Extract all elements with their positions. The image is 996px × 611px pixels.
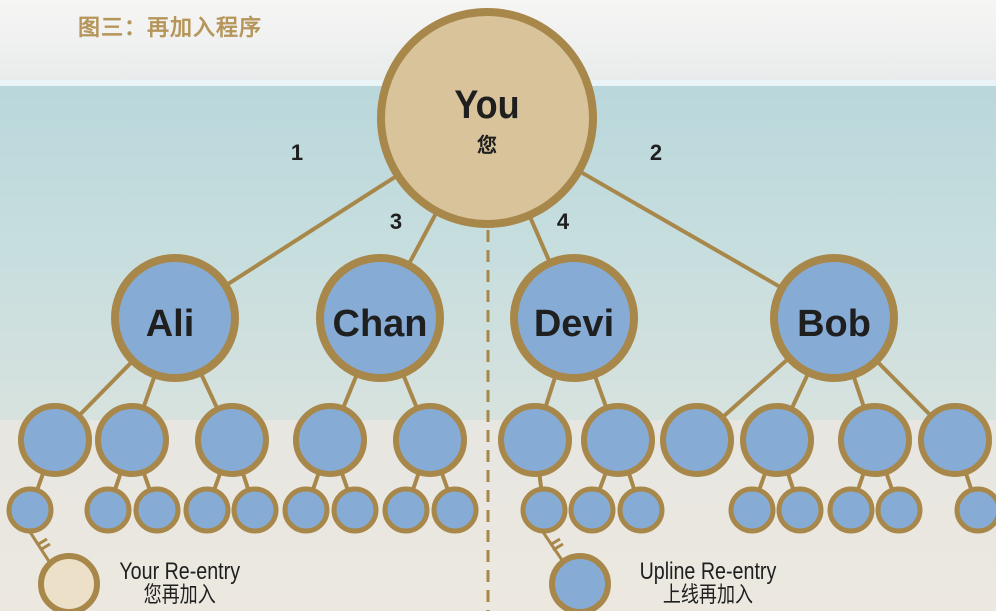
upline-reentry-node: [549, 553, 611, 611]
level2-node-bob-4: [918, 403, 992, 477]
root-name: You: [454, 83, 519, 127]
level3-node-9: [431, 486, 479, 534]
level2-node-bob-3: [838, 403, 912, 477]
level2-node-chan-2: [393, 403, 467, 477]
level1-name-chan: Chan: [333, 303, 428, 345]
your-reentry-label-en: Your Re-entry: [119, 558, 241, 585]
level3-node-1: [6, 486, 54, 534]
your-reentry-label: Your Re-entry 您再加入: [110, 560, 249, 608]
branch-number-3: 3: [390, 209, 402, 234]
level2-node-bob-1: [660, 403, 734, 477]
level3-node-17: [954, 486, 996, 534]
your-reentry-node: [38, 553, 100, 611]
level3-node-5: [231, 486, 279, 534]
level3-node-3: [133, 486, 181, 534]
level3-node-8: [382, 486, 430, 534]
level3-node-12: [617, 486, 665, 534]
level2-node-chan-1: [293, 403, 367, 477]
upline-reentry-label-zh: 上线再加入: [662, 583, 754, 608]
branch-number-2: 2: [650, 140, 662, 165]
level2-node-ali-2: [95, 403, 169, 477]
level3-node-4: [183, 486, 231, 534]
level2-node-devi-1: [498, 403, 572, 477]
upline-reentry-label-en: Upline Re-entry: [639, 558, 777, 585]
level3-node-14: [776, 486, 824, 534]
level1-name-bob: Bob: [797, 303, 871, 345]
level3-node-11: [568, 486, 616, 534]
level1-node-bob: [770, 254, 898, 382]
level3-node-2: [84, 486, 132, 534]
level1-name-ali: Ali: [146, 303, 195, 345]
root-node: You 您: [377, 8, 597, 228]
branch-number-4: 4: [557, 209, 570, 234]
level3-node-6: [282, 486, 330, 534]
level2-node-ali-1: [18, 403, 92, 477]
level1-node-devi: [510, 254, 638, 382]
figure-title: 图三：再加入程序: [78, 16, 263, 41]
branch-number-1: 1: [291, 140, 303, 165]
level3-node-10: [520, 486, 568, 534]
level1-node-ali: [111, 254, 239, 382]
tree-nodes: [6, 254, 996, 534]
level3-node-16: [875, 486, 923, 534]
upline-reentry-label: Upline Re-entry 上线再加入: [628, 560, 788, 608]
level3-node-13: [728, 486, 776, 534]
level2-node-devi-2: [581, 403, 655, 477]
level3-node-7: [331, 486, 379, 534]
level2-node-ali-3: [195, 403, 269, 477]
level1-name-devi: Devi: [534, 303, 614, 345]
your-reentry-label-zh: 您再加入: [143, 583, 216, 608]
level3-node-15: [827, 486, 875, 534]
level1-node-chan: [316, 254, 444, 382]
root-subtitle: 您: [477, 133, 497, 157]
your-reentry-break-marker: [28, 531, 54, 567]
level2-node-bob-2: [740, 403, 814, 477]
